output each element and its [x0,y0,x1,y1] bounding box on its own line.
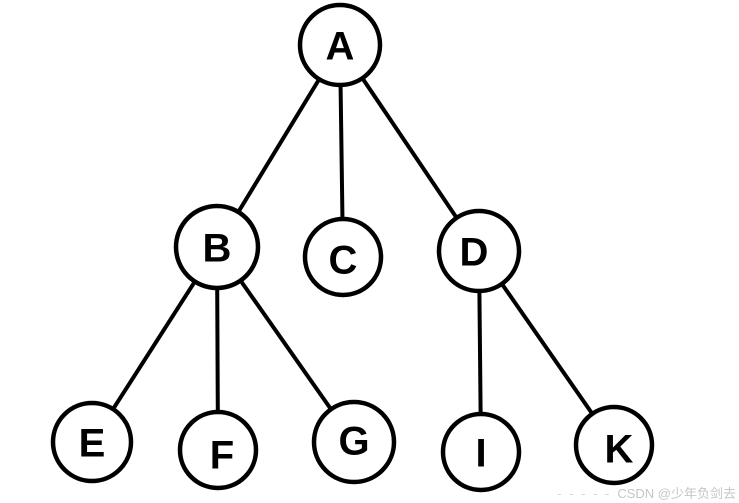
tree-node-label-K: K [605,427,634,471]
tree-node-C: C [302,216,384,298]
tree-node-I: I [440,411,522,493]
tree-node-label-B: B [203,226,232,270]
watermark: - - - - - CSDN @少年负剑去 [557,487,736,500]
tree-node-circle-D [436,208,522,294]
tree-node-circle-A [297,2,383,88]
tree-node-F: F [177,409,259,491]
tree-node-A: A [297,2,383,88]
tree-node-label-I: I [475,431,486,475]
watermark-dashes: - - - - - [557,486,612,501]
tree-node-label-G: G [338,419,369,463]
tree-node-circle-G [311,399,397,485]
tree-node-circle-I [440,411,522,493]
tree-node-D: D [436,208,522,294]
tree-node-G: G [311,399,397,485]
tree-node-label-E: E [79,421,106,465]
tree-node-circle-B [173,203,261,291]
tree-node-label-A: A [326,24,355,68]
tree-node-label-C: C [329,238,358,282]
tree-node-B: B [173,203,261,291]
tree-node-circle-F [177,409,259,491]
tree-node-circle-E [50,400,134,484]
tree-node-label-D: D [460,230,489,274]
tree-node-label-F: F [210,433,234,477]
tree-node-E: E [50,400,134,484]
watermark-text: CSDN @少年负剑去 [617,486,736,501]
tree-node-circle-C [302,216,384,298]
tree-node-circle-K [573,404,655,486]
tree-node-K: K [573,404,655,486]
